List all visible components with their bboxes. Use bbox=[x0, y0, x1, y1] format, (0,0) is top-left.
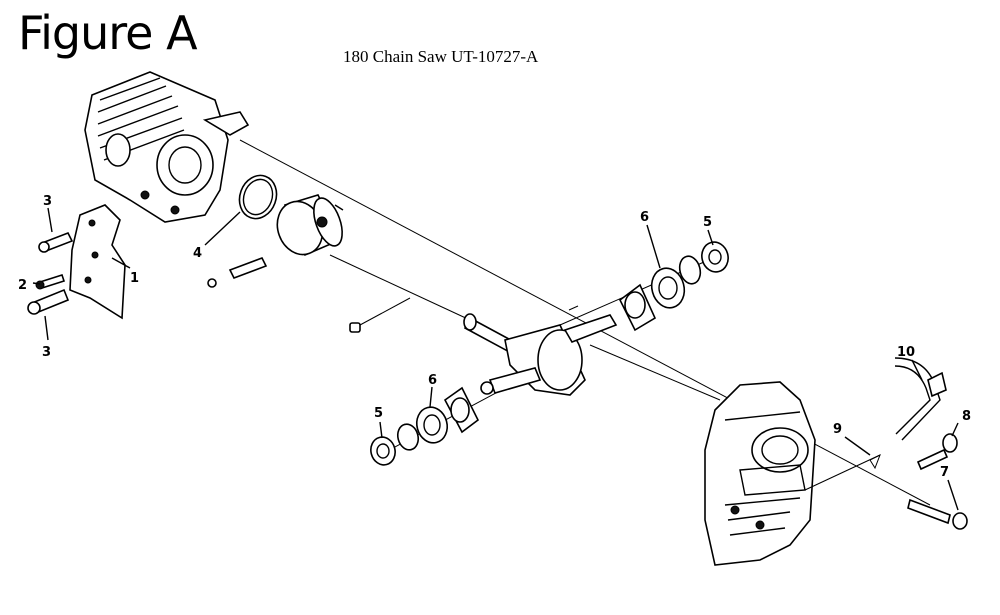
piston-ring-part bbox=[238, 174, 278, 220]
callout-6-left: 6 bbox=[428, 373, 437, 388]
cover-plate-part bbox=[27, 204, 126, 320]
figure-label: Figure A bbox=[18, 6, 198, 60]
right-bearing-assembly bbox=[568, 241, 729, 332]
callout-6-right: 6 bbox=[640, 210, 649, 225]
callout-7: 7 bbox=[940, 465, 949, 480]
callout-leaders bbox=[32, 207, 959, 511]
callout-10: 10 bbox=[897, 345, 915, 360]
callout-8: 8 bbox=[962, 409, 971, 424]
crankcase-part bbox=[704, 381, 816, 566]
piston-pin-part bbox=[207, 256, 268, 288]
piston-part bbox=[276, 194, 344, 257]
cylinder-part bbox=[84, 71, 250, 223]
callout-1: 1 bbox=[130, 271, 139, 286]
callout-5-right: 5 bbox=[703, 215, 712, 230]
fuel-hose-part bbox=[894, 357, 947, 441]
callout-3-bottom: 3 bbox=[42, 345, 51, 360]
callout-2: 2 bbox=[18, 278, 27, 293]
crankshaft-part bbox=[463, 313, 618, 396]
callout-9: 9 bbox=[833, 422, 842, 437]
callout-4: 4 bbox=[193, 246, 202, 261]
callout-3-top: 3 bbox=[43, 194, 52, 209]
callout-5-left: 5 bbox=[374, 406, 383, 421]
needle-bearing-part bbox=[349, 322, 361, 333]
diagram-title: 180 Chain Saw UT-10727-A bbox=[343, 47, 539, 66]
fasteners-part bbox=[804, 433, 968, 530]
left-bearing-assembly bbox=[370, 386, 480, 466]
